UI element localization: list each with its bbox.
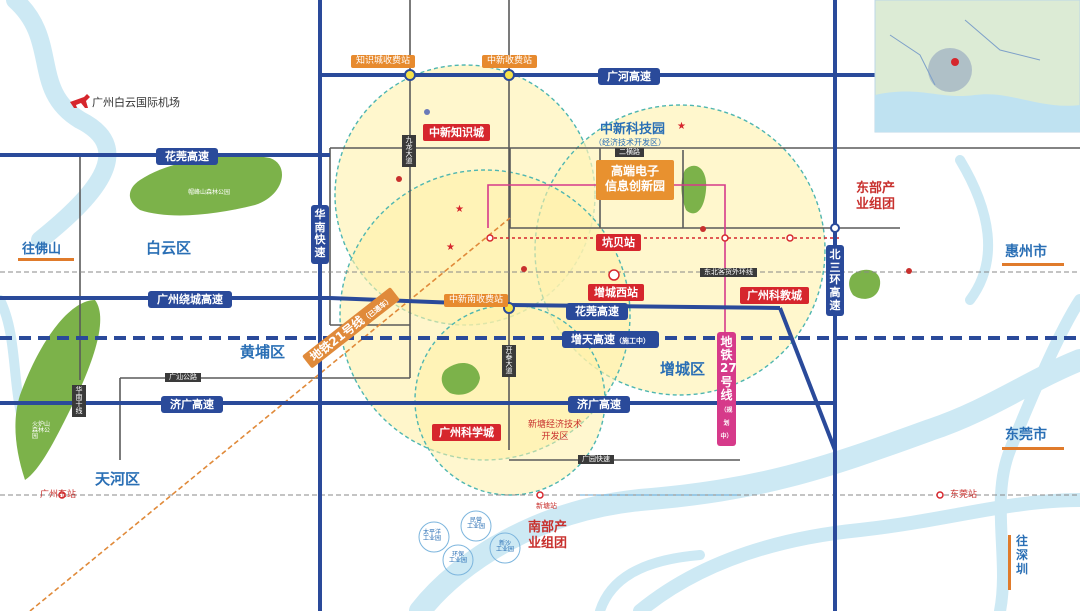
poi-pin-icon-4 <box>906 262 915 278</box>
hw-guanghe: 广河高速 <box>598 68 660 85</box>
city-dongguan: 东莞市 <box>1005 427 1047 443</box>
park-maofeng: 帽峰山森林公园 <box>188 189 231 196</box>
zone-zhongxin-tech: 中新科技园 <box>600 122 666 137</box>
park-huolu: 火炉山森林公园 <box>32 421 51 440</box>
park-shapes <box>15 155 881 480</box>
district-huangpu: 黄埔区 <box>240 343 286 361</box>
metro-line-27-label: 地铁27号线（规划中） <box>717 332 737 446</box>
station-dongguan: 东莞站 <box>950 490 978 500</box>
park-minying: 民营 工业园 <box>467 517 486 530</box>
district-zengcheng: 增城区 <box>660 360 706 378</box>
poi-star-icon-2: ★ <box>455 204 464 215</box>
inset-map <box>874 0 1080 133</box>
toll-zhongxin: 中新收费站 <box>482 55 538 68</box>
park-huanbao: 环保 工业园 <box>449 551 468 564</box>
road-guangyuan: 广园快速 <box>578 455 614 464</box>
zone-south-group: 南部产 业组团 <box>528 520 568 552</box>
hw-guangzhou-ring: 广州绕城高速 <box>148 291 232 308</box>
station-xintang: 新塘站 <box>536 502 557 510</box>
zone-xintang: 新塘经济技术 开发区 <box>528 420 583 442</box>
zone-zhongxin-tech-sub: （经济技术开发区） <box>594 138 666 147</box>
airplane-icon <box>70 94 90 108</box>
zone-kexue: 广州科学城 <box>432 424 501 441</box>
hightech-innovation-tag: 高端电子 信息创新园 <box>596 160 674 200</box>
district-tianhe: 天河区 <box>95 470 141 488</box>
road-dongbei-ring: 东北客货外环线 <box>700 268 757 277</box>
airport-label: 广州白云国际机场 <box>92 96 180 109</box>
zone-zhongxin-zhishi: 中新知识城 <box>423 124 490 141</box>
arrow-left-icon <box>18 258 74 261</box>
hw-huanan: 华南快速 <box>311 205 329 264</box>
road-guangshan: 广汕公路 <box>165 373 201 382</box>
station-zengcheng-west: 增城西站 <box>588 284 644 301</box>
poi-pin-icon-3 <box>521 260 530 276</box>
toll-zhongxin-south: 中新南收费站 <box>444 294 509 307</box>
toll-zhishicheng: 知识城收费站 <box>351 55 416 68</box>
road-erheng: 二横路 <box>615 148 644 157</box>
zone-circles <box>334 64 826 496</box>
park-taipingyang: 太平洋 工业园 <box>423 529 442 542</box>
dir-foshan: 往佛山 <box>22 242 62 257</box>
hw-zengtian: 增天高速（施工中） <box>562 331 659 348</box>
road-kaitai: 开泰大道 <box>502 345 516 377</box>
poi-pin-icon-5 <box>700 220 709 236</box>
station-markers <box>58 234 944 499</box>
dir-shenzhen: 往 深 圳 <box>1016 534 1029 576</box>
hw-huaguan-mid: 花莞高速 <box>566 303 628 320</box>
park-xinsha: 新沙 工业园 <box>496 540 515 553</box>
metro-line-21 <box>29 217 511 611</box>
poi-pin-icon <box>424 103 433 119</box>
arrow-right-icon-2 <box>1002 447 1064 450</box>
road-huagang: 华南干线 <box>72 385 86 417</box>
arrow-right-icon <box>1002 263 1064 266</box>
zone-east-group: 东部产 业组团 <box>856 181 896 213</box>
station-kengbei: 坑贝站 <box>596 234 641 251</box>
node-north-ring <box>830 223 840 233</box>
hw-jiguang-right: 济广高速 <box>568 396 630 413</box>
poi-star-icon-3: ★ <box>446 242 455 253</box>
poi-star-icon: ★ <box>677 121 686 132</box>
city-huizhou: 惠州市 <box>1005 244 1047 260</box>
arrow-down-icon <box>1008 535 1011 590</box>
district-baiyun: 白云区 <box>146 239 192 257</box>
hw-huaguan-top: 花莞高速 <box>156 148 218 165</box>
industrial-parks <box>418 510 521 576</box>
zone-kejiao: 广州科教城 <box>740 287 809 304</box>
poi-pin-icon-2 <box>396 170 405 186</box>
road-jiulong: 九龙大道 <box>402 135 416 167</box>
hw-jiguang: 济广高速 <box>161 396 223 413</box>
hw-beisanhuan: 北三环高速 <box>826 245 844 317</box>
station-guangzhou-east: 广州东站 <box>40 490 77 500</box>
